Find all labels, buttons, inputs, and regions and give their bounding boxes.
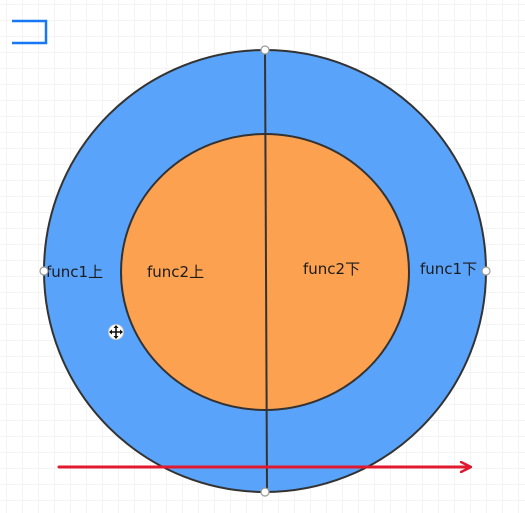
vertical-divider[interactable] [264,49,268,491]
label-func1-top: func1上 [46,263,103,281]
label-func2-top: func2上 [147,263,204,281]
handle-right[interactable] [481,266,491,276]
move-cursor-icon [108,324,124,340]
handle-bottom[interactable] [260,487,270,497]
label-func2-bottom: func2下 [303,260,360,278]
handle-left[interactable] [39,266,49,276]
handle-top[interactable] [260,45,270,55]
corner-shape-outline[interactable] [12,19,48,45]
label-func1-bottom: func1下 [420,260,477,278]
